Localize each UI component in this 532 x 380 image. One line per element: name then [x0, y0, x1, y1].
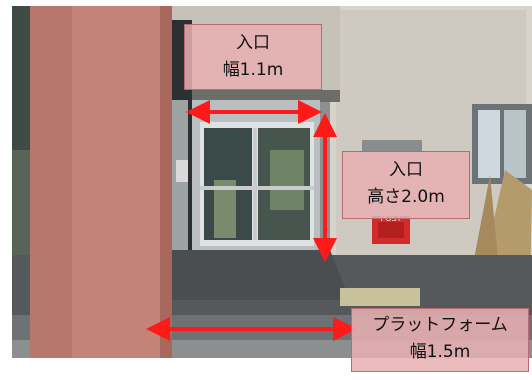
entrance-width-title: 入口	[236, 33, 270, 53]
entrance-height-value: 高さ2.0m	[367, 187, 445, 207]
entrance-height-label: 入口 高さ2.0m	[342, 151, 470, 219]
intercom-panel	[176, 160, 188, 182]
name-plate	[362, 140, 422, 152]
entrance-height-title: 入口	[389, 160, 423, 180]
platform-title: プラットフォーム	[372, 315, 508, 335]
platform-value: 幅1.5m	[409, 342, 471, 362]
entrance-width-label: 入口 幅1.1m	[184, 24, 322, 90]
doormat	[340, 288, 420, 306]
platform-label: プラットフォーム 幅1.5m	[351, 308, 529, 372]
entrance-width-value: 幅1.1m	[222, 60, 284, 80]
